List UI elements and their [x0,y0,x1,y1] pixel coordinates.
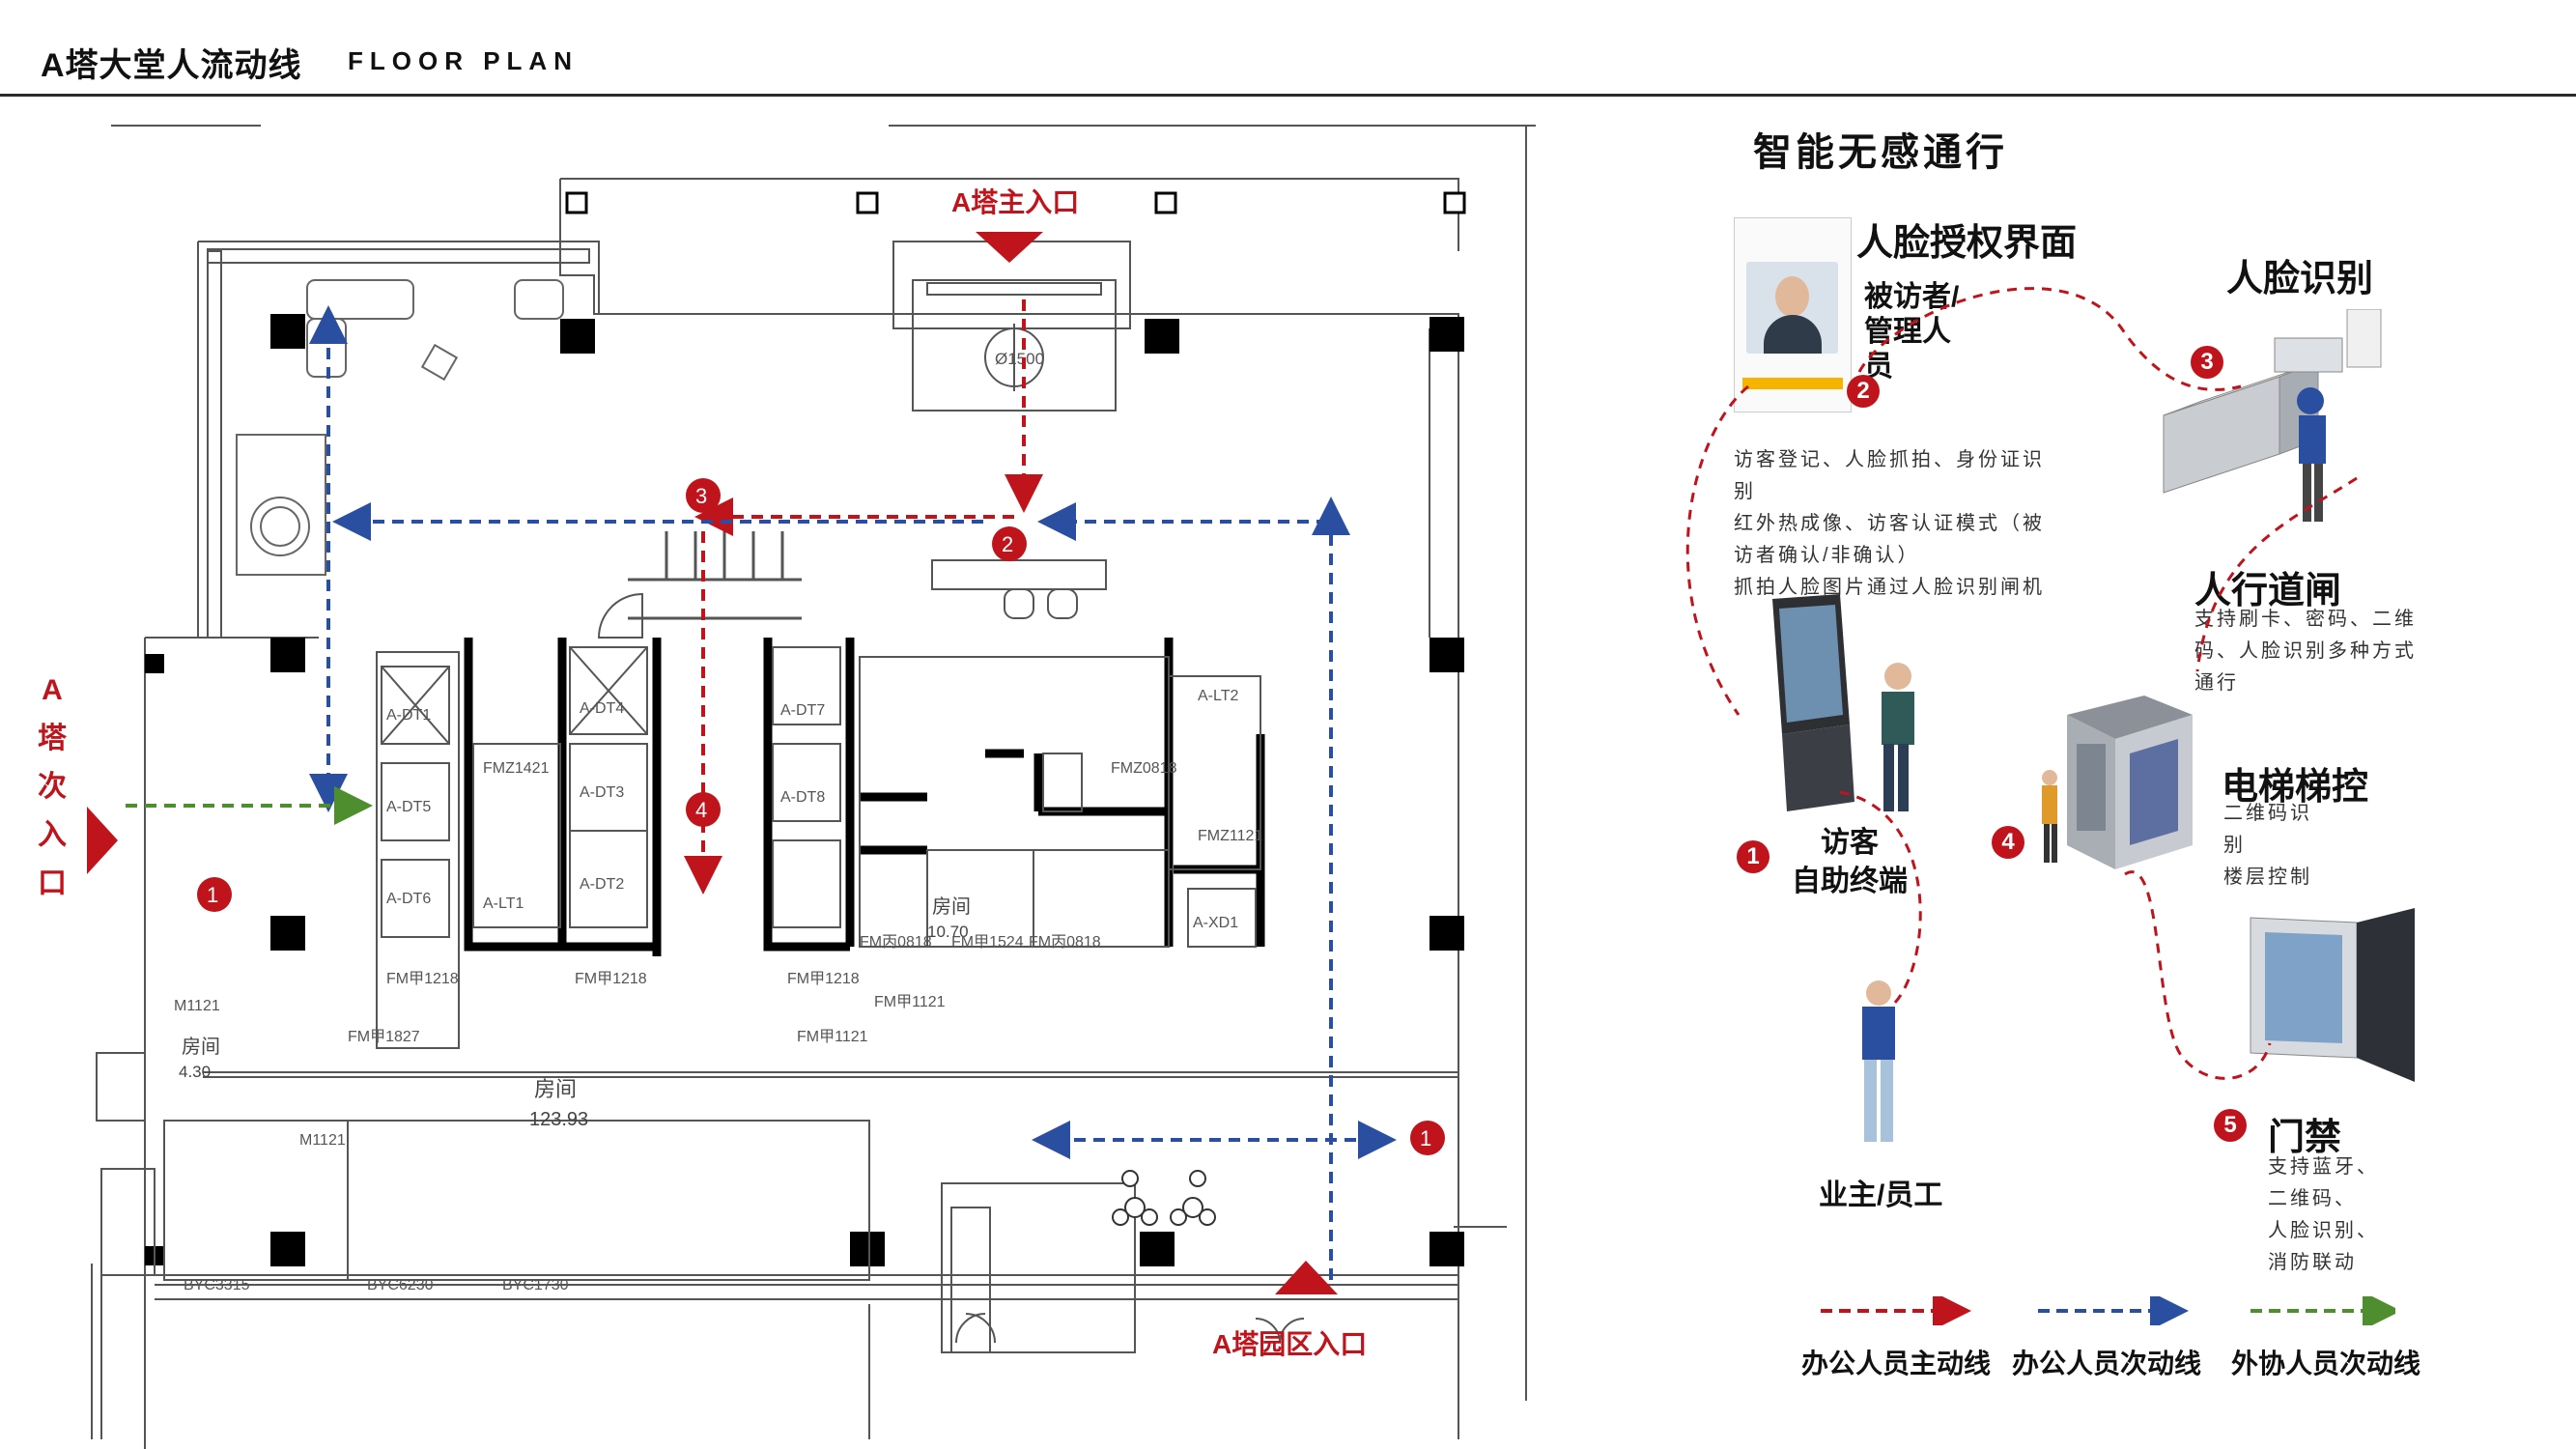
marker-3: 3 [695,484,707,508]
code-dt3: A-DT3 [580,784,624,801]
door-title: 门禁 [2268,1118,2342,1158]
code-fm1218-c: FM甲1218 [787,971,860,987]
marker-2: 2 [1002,532,1013,556]
code-lt2: A-LT2 [1198,688,1238,704]
code-byc3315: BYC3315 [184,1277,250,1293]
code-fm1524: FM甲1524 [951,934,1024,951]
code-fm1218-a: FM甲1218 [386,971,459,987]
door-illustration [2250,908,2415,1082]
code-fm1121-b: FM甲1121 [797,1029,868,1045]
kiosk-illustration [1772,594,1914,811]
code-xd1: A-XD1 [1193,915,1238,931]
secondary-entrance-arrow [87,807,118,874]
flow-connector [1685,287,2358,1080]
code-byc1730: BYC1730 [502,1277,569,1293]
badge-2: 2 [1847,375,1880,408]
badge-1: 1 [1737,840,1769,873]
code-dt4: A-DT4 [580,700,624,717]
code-m1121b: M1121 [299,1132,346,1149]
code-fm0818b: FM丙0818 [1029,934,1101,951]
gate-title: 人行道闸 [2194,571,2342,611]
code-fm1218-b: FM甲1218 [575,971,647,987]
terrace-posts [565,191,1466,214]
turnstile-gates [628,531,802,620]
code-dt2: A-DT2 [580,876,624,893]
code-fm1827: FM甲1827 [348,1029,420,1045]
code-fmz0818: FMZ0818 [1111,760,1177,777]
confirm-bar [1742,378,1843,389]
face-auth-screen-mock [1734,217,1852,412]
elevator-desc: 二维码识 别 楼层控制 [2223,803,2312,888]
main-entrance-arrow [976,232,1043,263]
badge-5: 5 [2214,1109,2247,1142]
marker-1a: 1 [207,883,218,907]
legend-blue-label: 办公人员次动线 [2012,1349,2202,1378]
code-byc6230: BYC6230 [367,1277,434,1293]
floor-plan: Ø1500 [87,125,1536,1449]
room3-name: 房间 [182,1036,220,1058]
kiosk-title-2: 自助终端 [1792,866,1908,897]
revolving-door-dim: Ø1500 [995,350,1044,368]
code-dt1: A-DT1 [386,707,431,724]
turnstile-illustration [2163,309,2382,522]
registration-desc: 访客登记、人脸抓拍、身份证识 别 红外热成像、访客认证模式（被 访者确认/非确认… [1734,449,2045,598]
room1-area: 10.70 [927,923,969,941]
face-auth-title: 人脸授权界面 [1856,223,2078,264]
code-m1121: M1121 [174,998,220,1014]
cafe-seating [1112,1170,1216,1226]
elevator-illustration [2042,696,2193,869]
plan-markers: 3 2 4 1 1 [197,478,1445,1155]
room2-name: 房间 [534,1077,577,1101]
revolving-door [892,241,1131,412]
blue-secondary-flow [309,305,1397,1280]
legend-red-label: 办公人员主动线 [1801,1349,1992,1378]
badge-3: 3 [2191,346,2223,379]
legend-lines [1821,1296,2395,1325]
structural-columns [145,314,1464,1266]
kiosk-title-1: 访客 [1821,827,1879,859]
code-dt8: A-DT8 [780,789,825,806]
badge-4: 4 [1992,826,2024,859]
door-swings [597,592,1305,1344]
gate-desc: 支持刷卡、密码、二维 码、人脸识别多种方式 通行 [2194,609,2417,694]
portrait-photo [1746,262,1838,354]
page-title: A塔大堂人流动线 [41,47,302,84]
main-entrance-label: A塔主入口 [951,187,1080,217]
section-title: 智能无感通行 [1753,131,2008,174]
code-lt1: A-LT1 [483,895,524,912]
room1-name: 房间 [932,895,971,918]
door-desc: 支持蓝牙、 二维码、 人脸识别、 消防联动 [2268,1156,2379,1273]
marker-1b: 1 [1420,1126,1431,1151]
room2-area: 123.93 [529,1109,588,1130]
park-entrance-arrow [1275,1261,1338,1294]
code-fm1121: FM甲1121 [874,994,946,1010]
room3-area: 4.30 [179,1063,211,1081]
marker-4: 4 [695,798,707,822]
page-subtitle: FLOOR PLAN [348,46,579,75]
elevator-title: 电梯梯控 [2222,767,2369,808]
legend-green-label: 外协人员次动线 [2231,1349,2421,1378]
owner-title: 业主/员工 [1819,1179,1943,1211]
secondary-entrance-label: A 塔 次 入 口 [38,674,67,899]
face-auth-role: 被访者/ 管理人 员 [1864,281,1960,383]
code-dt5: A-DT5 [386,799,431,815]
code-fm0818a: FM丙0818 [860,934,932,951]
code-fmz1421: FMZ1421 [483,760,550,777]
code-dt7: A-DT7 [780,702,825,719]
code-dt6: A-DT6 [386,891,431,907]
owner-illustration [1862,980,1895,1142]
code-fmz1121: FMZ1121 [1198,828,1262,844]
face-recog-title: 人脸识别 [2226,259,2374,299]
park-entrance-label: A塔园区入口 [1212,1329,1368,1359]
header-divider [0,94,2576,97]
elevator-shafts [96,559,1458,1353]
